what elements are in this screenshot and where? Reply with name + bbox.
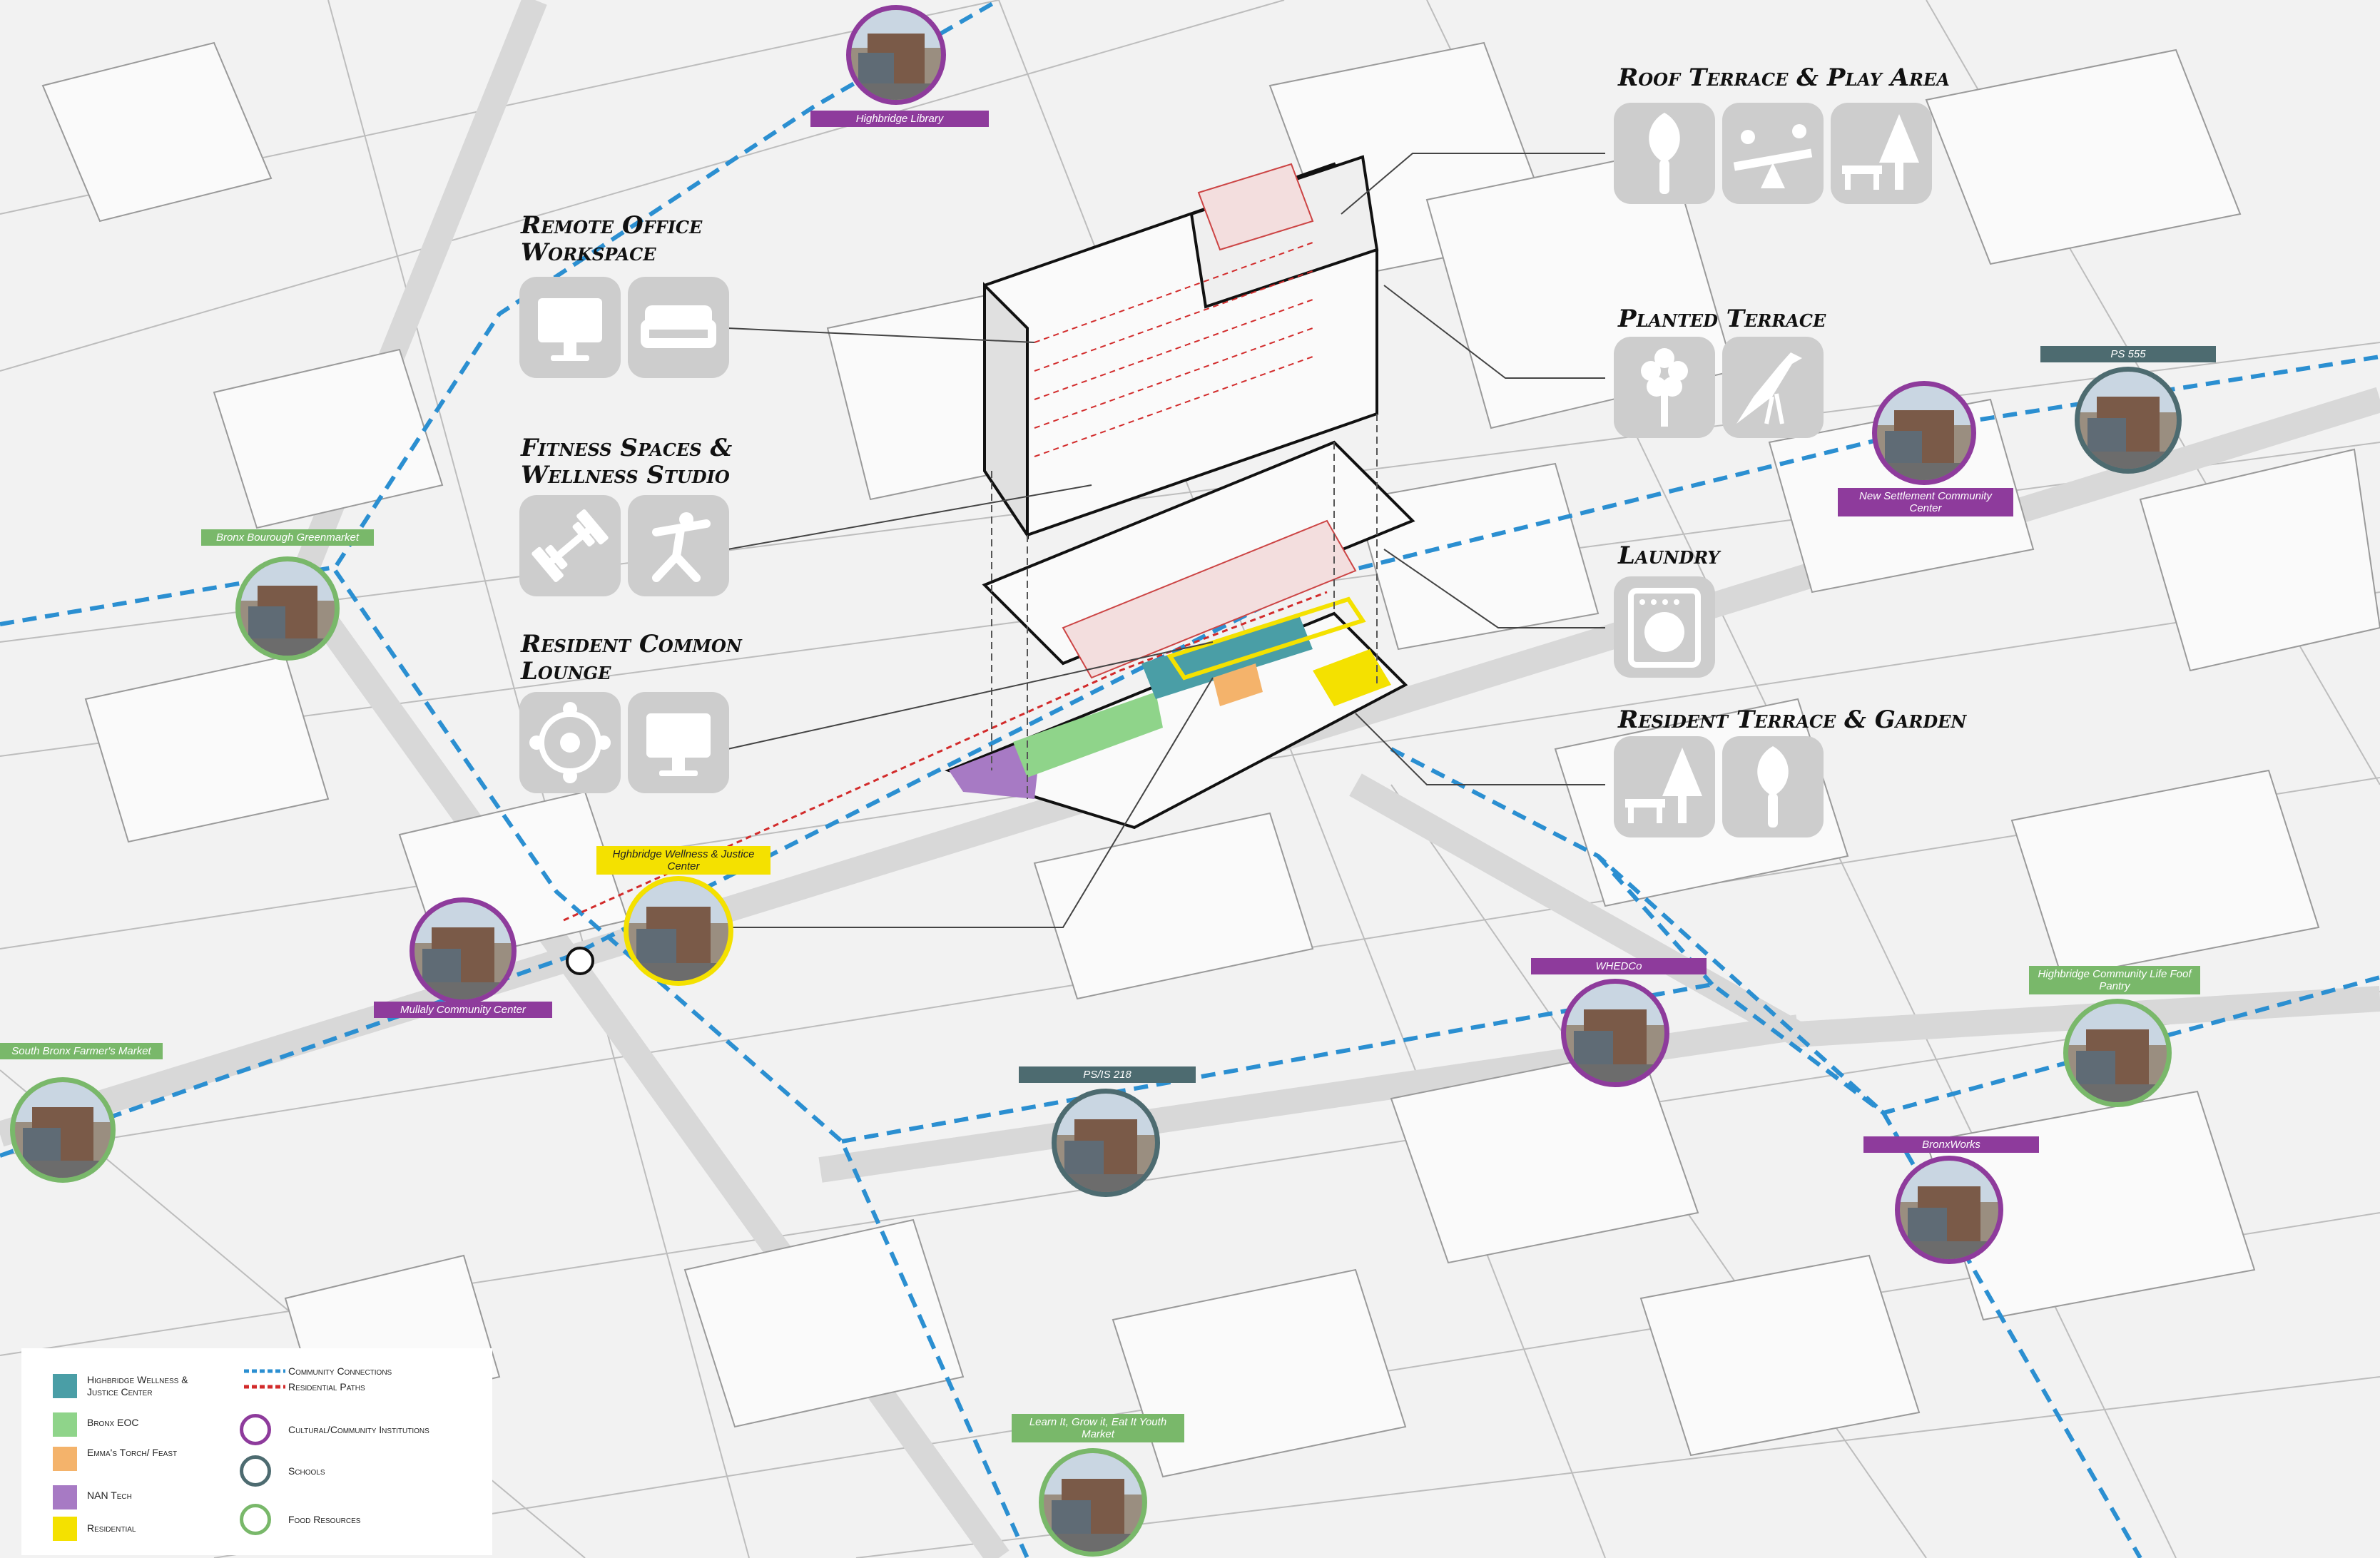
legend-label-food: Food Resources — [288, 1514, 361, 1525]
place-label-community-life-food-pantry: Highbridge Community Life Foof Pantry — [2029, 966, 2200, 994]
seesaw-icon — [1722, 103, 1824, 204]
trowel-icon — [1614, 103, 1715, 204]
place-label-ps-is-218: PS/IS 218 — [1019, 1066, 1196, 1083]
legend-label-nan: NAN Tech — [87, 1490, 132, 1501]
dumbbell-icon — [519, 495, 621, 596]
monitor-icon — [519, 277, 621, 378]
legend-ring-food — [240, 1504, 271, 1535]
legend-label-residential: Residential — [87, 1522, 136, 1534]
feature-title-laundry: Laundry — [1618, 541, 1720, 570]
place-photo-whedco — [1561, 979, 1669, 1087]
leader-lines — [713, 153, 1605, 928]
place-photo-community-life-food-pantry — [2063, 999, 2172, 1107]
place-photo-youth-market — [1039, 1448, 1147, 1557]
projection-lines — [991, 414, 1378, 799]
monitor-icon — [628, 692, 729, 793]
place-label-wellness-justice-center: Hghbridge Wellness & Justice Center — [596, 846, 771, 875]
feature-title-fitness: Fitness Spaces & Wellness Studio — [521, 434, 733, 489]
feature-title-roof-terrace: Roof Terrace & Play Area — [1618, 63, 1950, 92]
legend: Highbridge Wellness & Justice Center Bro… — [21, 1348, 492, 1555]
place-photo-south-bronx-farmers-market — [10, 1077, 116, 1183]
place-photo-ps-is-218 — [1052, 1089, 1160, 1197]
feature-title-remote-office: Remote Office Workspace — [521, 211, 703, 267]
bird-icon — [1722, 337, 1824, 438]
legend-swatch-nan — [53, 1485, 77, 1509]
place-photo-ps-555 — [2075, 367, 2182, 474]
place-label-highbridge-library: Highbridge Library — [810, 111, 989, 127]
sofa-icon — [628, 277, 729, 378]
place-photo-bronx-greenmarket — [235, 556, 340, 661]
place-label-whedco: WHEDCo — [1531, 958, 1707, 974]
feature-title-common-lounge: Resident Common Lounge — [521, 630, 742, 686]
residential-paths — [563, 591, 1328, 922]
feature-title-resident-terrace: Resident Terrace & Garden — [1618, 706, 1967, 734]
legend-swatch-eoc — [53, 1412, 77, 1437]
place-photo-highbridge-library — [846, 5, 946, 105]
washing-machine-icon — [1614, 576, 1715, 678]
building-tower — [983, 155, 1379, 540]
legend-label-cultural: Cultural/Community Institutions — [288, 1424, 429, 1435]
place-label-ps-555: PS 555 — [2040, 346, 2216, 362]
yoga-icon — [628, 495, 729, 596]
legend-label-schools: Schools — [288, 1465, 325, 1477]
legend-label-emma: Emma's Torch/ Feast — [87, 1447, 178, 1458]
feature-title-planted-terrace: Planted Terrace — [1618, 305, 1826, 333]
floor-plate-middle — [982, 440, 1415, 679]
place-photo-new-settlement — [1872, 381, 1976, 485]
place-photo-bronxworks — [1895, 1156, 2003, 1264]
place-photo-mullaly-community-center — [410, 897, 517, 1004]
legend-label-eoc: Bronx EOC — [87, 1417, 139, 1428]
legend-swatch-emma — [53, 1447, 77, 1471]
trowel-icon — [1722, 736, 1824, 837]
legend-swatch-residential — [53, 1517, 77, 1541]
place-label-youth-market: Learn It, Grow it, Eat It Youth Market — [1012, 1414, 1184, 1442]
place-label-mullaly-community-center: Mullaly Community Center — [374, 1002, 552, 1018]
legend-ring-schools — [240, 1455, 271, 1487]
place-label-bronxworks: BronxWorks — [1863, 1136, 2039, 1153]
bench-tree-icon — [1614, 736, 1715, 837]
place-label-new-settlement: New Settlement Community Center — [1838, 488, 2013, 516]
legend-line-community — [244, 1369, 285, 1389]
legend-ring-cultural — [240, 1414, 271, 1445]
legend-label-community: Community Connections — [288, 1365, 392, 1377]
bench-tree-icon — [1831, 103, 1932, 204]
place-label-bronx-greenmarket: Bronx Bourough Greenmarket — [201, 529, 374, 546]
community-circle-icon — [519, 692, 621, 793]
legend-swatch-wellness — [53, 1374, 77, 1398]
legend-label-wellness: Highbridge Wellness & Justice Center — [87, 1374, 188, 1397]
legend-label-residential-paths: Residential Paths — [288, 1381, 365, 1392]
place-photo-wellness-justice-center — [624, 876, 733, 986]
floor-plate-ground — [945, 596, 1408, 830]
bus-icon — [566, 947, 594, 975]
flower-icon — [1614, 337, 1715, 438]
place-label-south-bronx-farmers-market: South Bronx Farmer's Market — [0, 1043, 163, 1059]
